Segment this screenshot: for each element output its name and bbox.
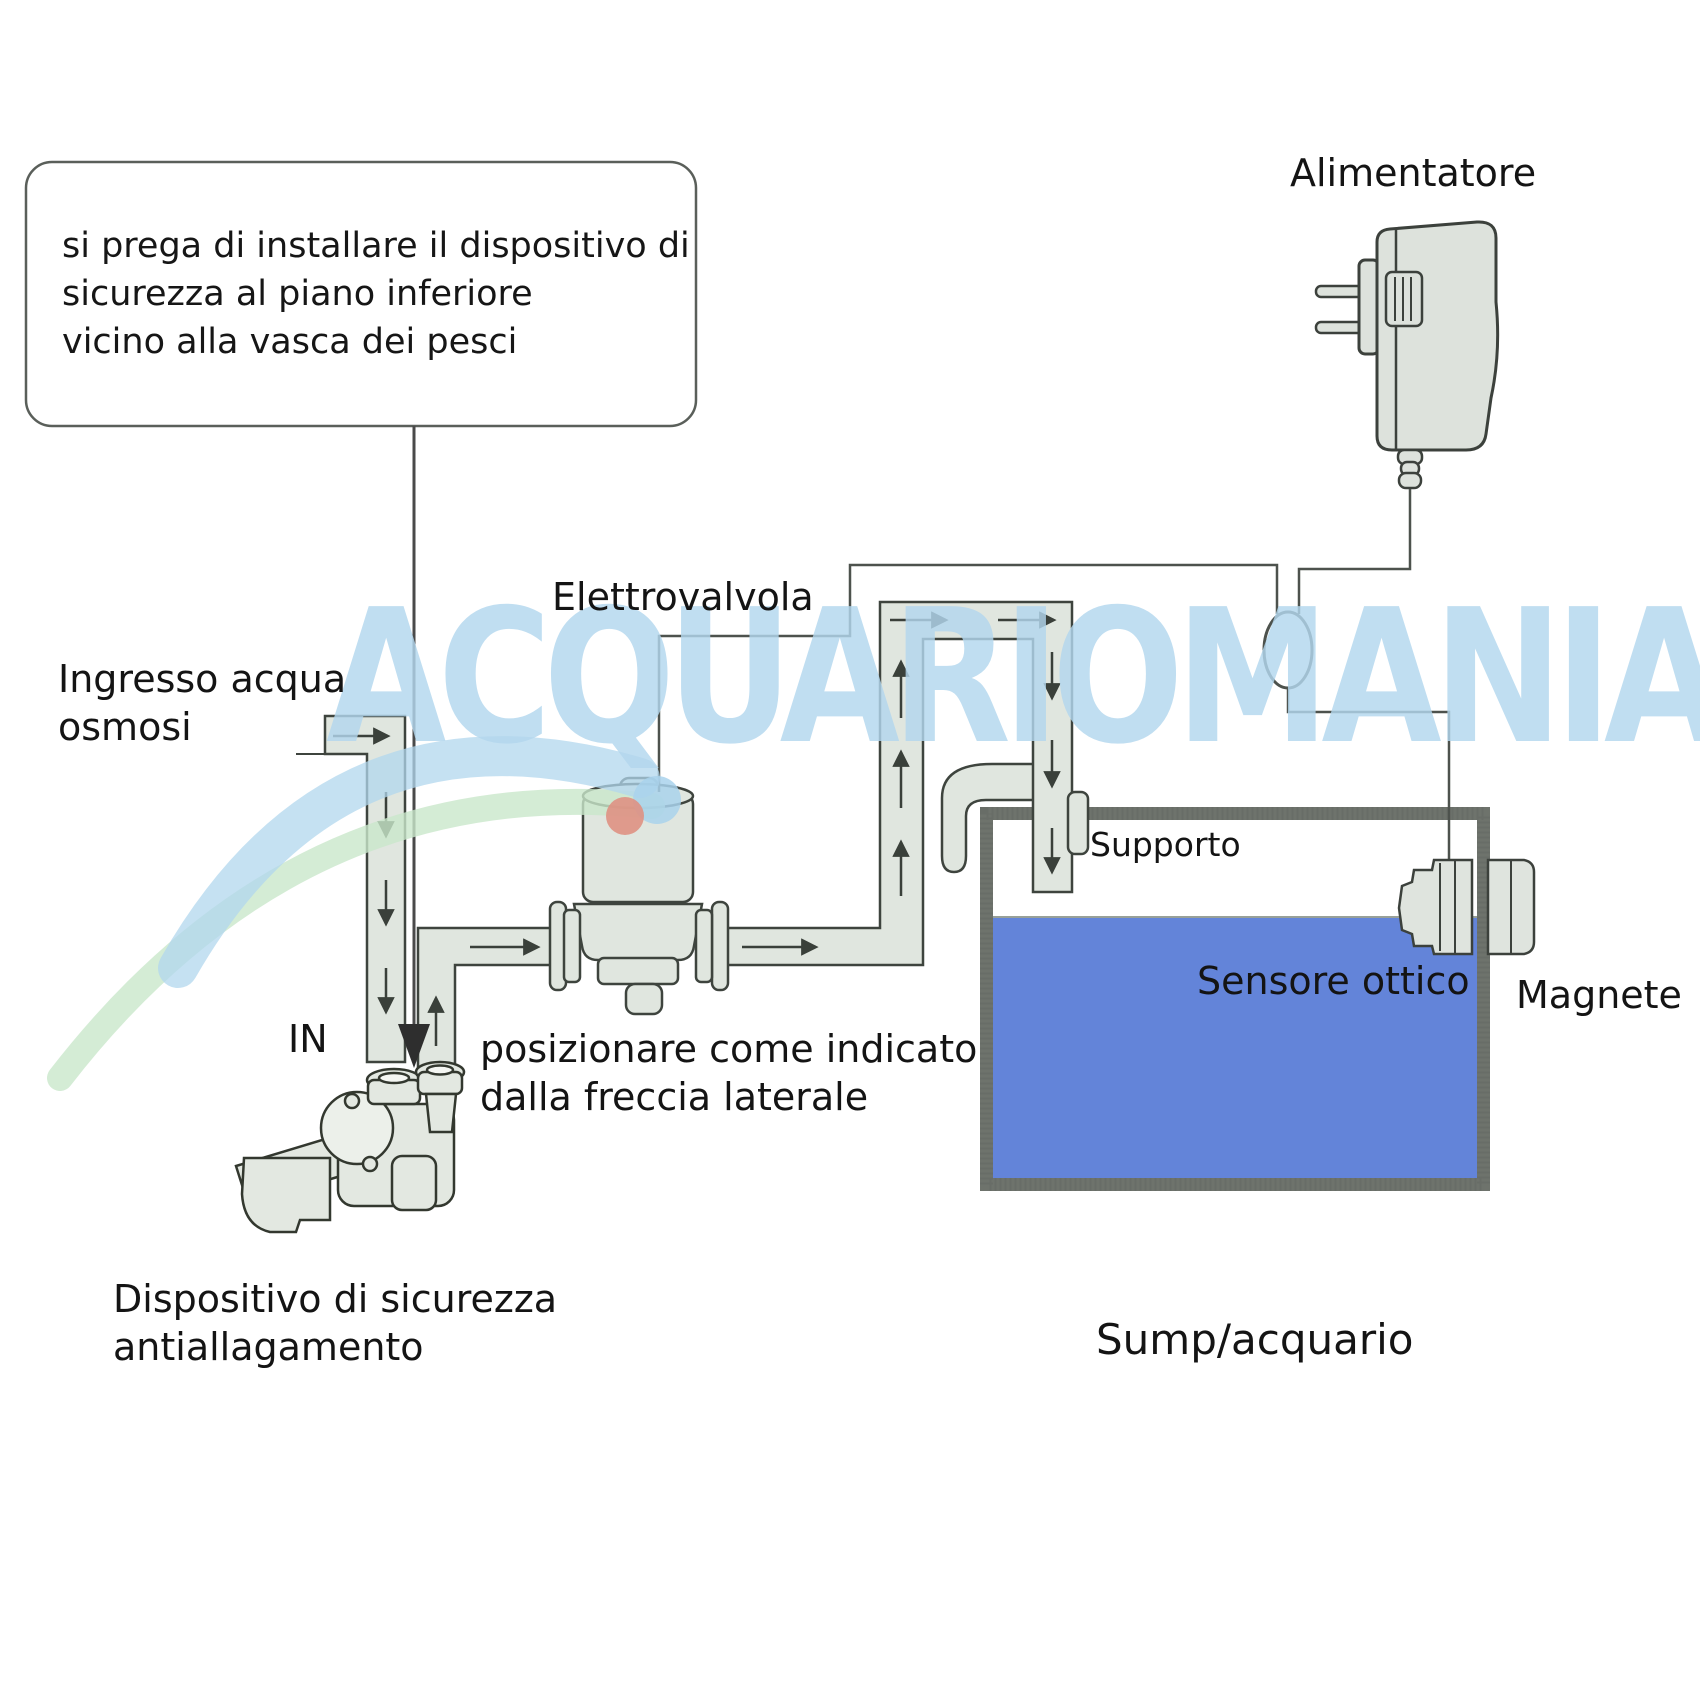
over-tank-pipe (716, 600, 1074, 967)
inline-connector (1262, 610, 1314, 690)
tank-border (980, 807, 1490, 1191)
note-line: vicino alla vasca dei pesci (62, 322, 518, 362)
label-magnete: Magnete (1516, 973, 1682, 1017)
valve-wire (657, 563, 1279, 792)
note-line: sicurezza al piano inferiore (62, 274, 533, 314)
float-cup (240, 1156, 332, 1234)
logo-red-dot (606, 797, 644, 835)
power-adapter-drawing (1314, 220, 1500, 490)
plug-prong (1314, 284, 1366, 299)
optical-sensor (1397, 858, 1474, 956)
watermark-logo-shapes (47, 736, 681, 1091)
safety-device-drawing (234, 1060, 466, 1234)
watermark-text: ACQUARIOMANIA (326, 569, 1700, 785)
logo-blue-swoosh (158, 736, 660, 988)
logo-droplet (633, 776, 681, 824)
down-arrow-icon (398, 1024, 430, 1068)
label-supporto: Supporto (1090, 825, 1241, 864)
bracket-front-tab (1066, 790, 1090, 856)
plug-prong (1314, 320, 1366, 335)
logo-green-swoosh (47, 788, 665, 1091)
label-sump-acquario: Sump/acquario (1096, 1315, 1414, 1364)
label-in: IN (288, 1017, 328, 1061)
water-fill (993, 917, 1477, 1179)
label-elettrovalvola: Elettrovalvola (552, 575, 814, 619)
label-sensore-ottico: Sensore ottico (1197, 959, 1470, 1003)
note-text: si prega di installare il dispositivo di… (62, 222, 690, 366)
electrical-wires (657, 489, 1451, 866)
sensor-wire (1286, 688, 1451, 866)
pipe-support-bracket (940, 762, 1058, 874)
note-pointer (398, 426, 430, 1068)
flow-arrows (333, 611, 1061, 1046)
optical-sensor-drawing (1397, 858, 1536, 956)
label-posizionare: posizionare come indicato dalla freccia … (480, 1027, 978, 1119)
label-dispositivo: Dispositivo di sicurezza antiallagamento (113, 1277, 558, 1369)
sump-tank-drawing (980, 807, 1490, 1191)
note-line: si prega di installare il dispositivo di (62, 226, 690, 266)
note-box (24, 160, 698, 428)
adapter-cable (1297, 489, 1412, 614)
label-ingresso-acqua: Ingresso acqua osmosi (58, 657, 347, 749)
label-alimentatore: Alimentatore (1290, 151, 1537, 195)
